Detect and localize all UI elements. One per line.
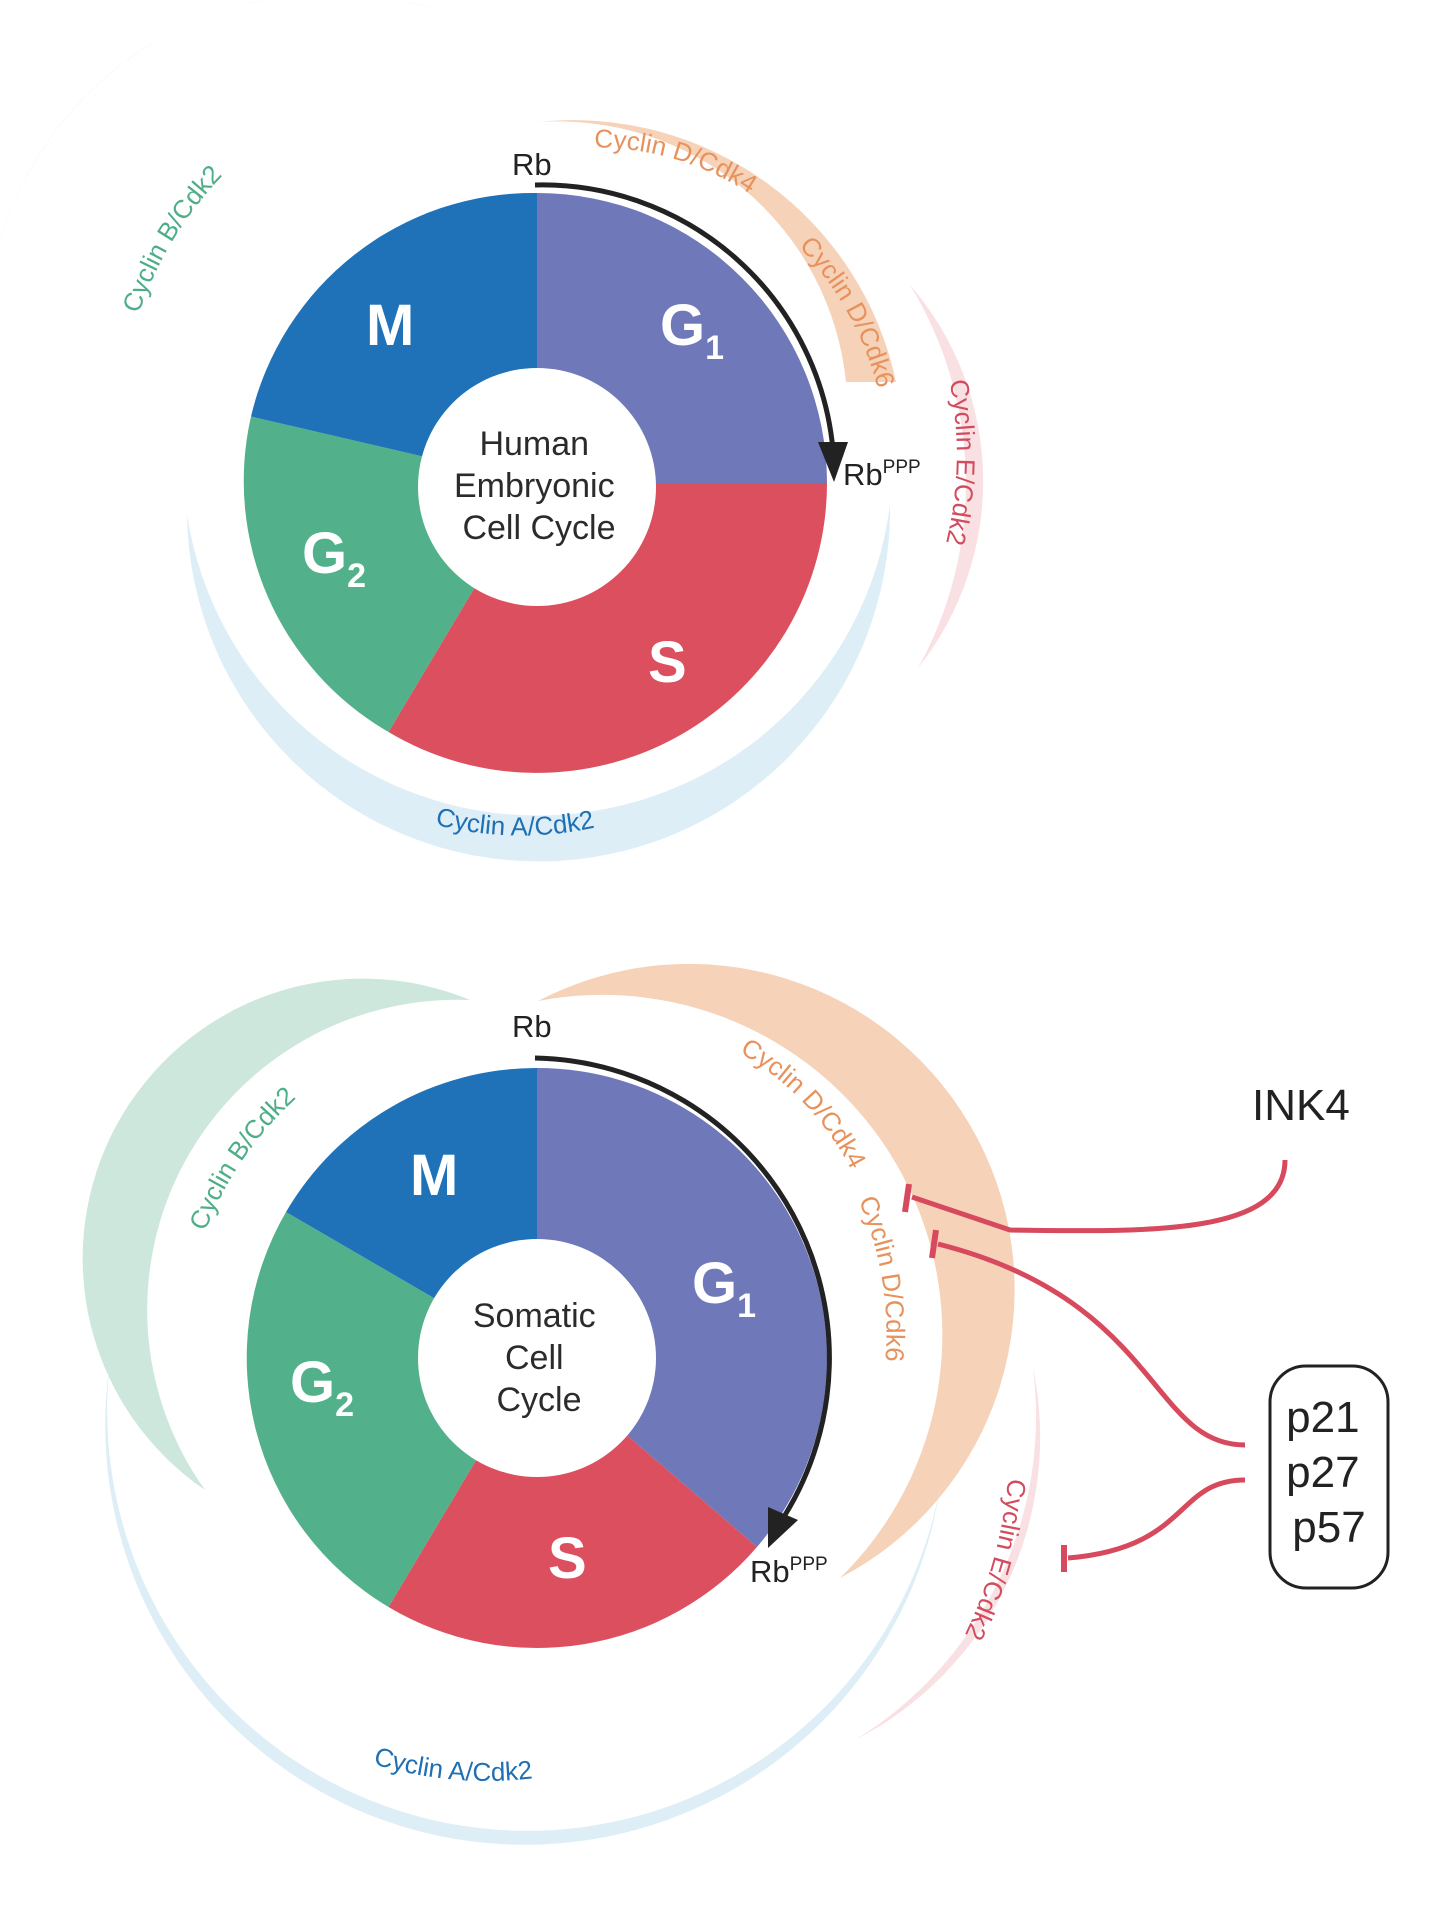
somatic-cyclin-d6-label: Cyclin D/Cdk6 [853, 1191, 911, 1362]
somatic-cyclin-e-arc [855, 1368, 1041, 1740]
somatic-s-label: S [548, 1526, 587, 1591]
embryonic-g1-label: G1 [660, 293, 724, 367]
cip-kip-d6-inhibition-bar [929, 1229, 939, 1259]
somatic-cyclin-e-label: Cyclin E/Cdk2 [959, 1478, 1032, 1645]
embryonic-cyclin-e-label: Cyclin E/Cdk2 [940, 377, 981, 549]
somatic-g1-label: G1 [692, 1251, 756, 1325]
cip-kip-labels: p21 p27 p57 [1286, 1393, 1372, 1552]
embryonic-cyclin-a-label: Cyclin A/Cdk2 [433, 801, 596, 841]
somatic-s-sector [388, 1358, 757, 1648]
somatic-cyclin-d-arc [538, 963, 1015, 1578]
embryonic-s-label: S [648, 630, 687, 695]
somatic-cyclin-arcs [82, 963, 1041, 1845]
inhibitor-lines [902, 1159, 1288, 1572]
embryonic-cyclin-e-arc [910, 285, 984, 668]
somatic-center-label: Somatic Cell Cycle [473, 1297, 605, 1419]
somatic-g2-label: G2 [290, 1350, 354, 1424]
embryonic-cyclin-d-arc [538, 120, 896, 382]
cip-kip-box [1268, 1364, 1390, 1590]
somatic-rb-label: Rb [512, 1009, 552, 1044]
ink4-inhibition-bar [902, 1183, 912, 1213]
somatic-cyclin-b-arc [82, 978, 471, 1490]
embryonic-cyclin-a-arc [187, 505, 891, 862]
embryonic-cycle-diagram: Human Embryonic Cell Cycle G1 S G2 M Rb … [0, 0, 984, 862]
ink4-label: INK4 [1252, 1081, 1350, 1130]
embryonic-phase-wheel [243, 192, 827, 773]
somatic-g1-sector [537, 1068, 828, 1547]
embryonic-cyclin-d4-label: Cyclin D/Cdk4 [594, 123, 763, 199]
somatic-rb-arrow [534, 1055, 832, 1548]
embryonic-rb-label: Rb [512, 147, 552, 182]
somatic-g2-sector [246, 1212, 538, 1607]
somatic-center-disc [418, 1239, 656, 1477]
embryonic-cyclin-b-label: Cyclin B/Cdk2 [116, 159, 227, 316]
embryonic-cyclin-arcs [0, 0, 984, 862]
cip-kip-to-cyclin-d6-inhibition [937, 1241, 1246, 1448]
somatic-cyclin-a-label: Cyclin A/Cdk2 [371, 1741, 533, 1787]
embryonic-center-disc [418, 368, 656, 606]
somatic-cycle-diagram: Somatic Cell Cycle G1 S G2 M Rb RbPPP Cy… [82, 963, 1390, 1845]
embryonic-rb-ppp-label: RbPPP [843, 457, 921, 492]
somatic-rb-ppp-label: RbPPP [750, 1554, 828, 1589]
embryonic-center-label: Human Embryonic Cell Cycle [454, 425, 624, 547]
cip-kip-to-cyclin-e-inhibition [1067, 1477, 1246, 1561]
embryonic-g2-label: G2 [302, 521, 366, 595]
embryonic-rb-arrow [534, 182, 848, 482]
embryonic-m-label: M [366, 293, 414, 358]
somatic-phase-wheel [246, 1067, 828, 1648]
ink4-to-cyclin-d4-inhibition [911, 1159, 1288, 1234]
somatic-m-label: M [410, 1143, 458, 1208]
